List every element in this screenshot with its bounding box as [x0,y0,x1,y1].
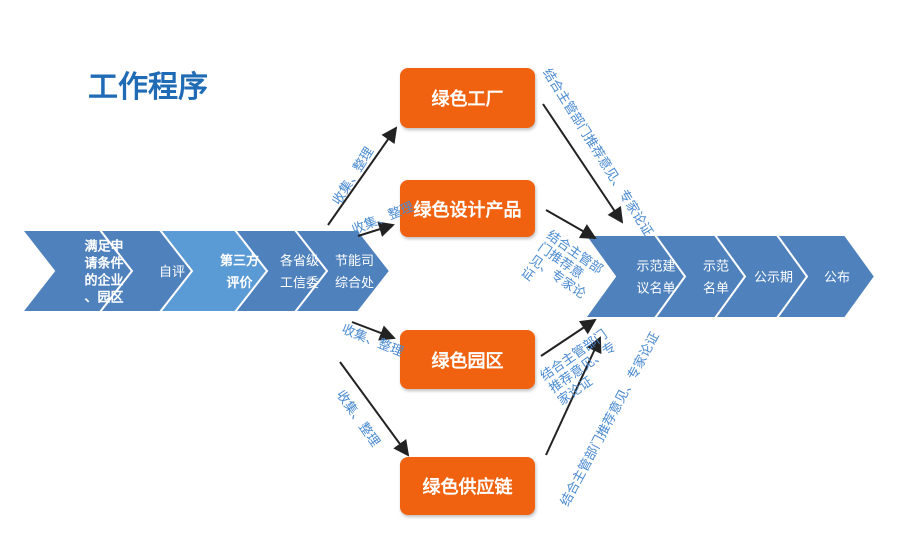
right-step-text: 名单 [703,281,729,297]
left-step-text: 评价 [226,276,253,291]
arrow [357,221,395,237]
arrow [351,321,396,341]
page-title: 工作程序 [88,70,208,105]
arrow [540,318,597,357]
left-step-text: 、园区 [84,291,123,306]
category-green-factory: 绿色工厂 [400,68,535,128]
category-green-park: 绿色园区 [400,330,535,389]
left-step-text: 节能司 [335,254,374,269]
left-step-text: 请条件 [84,256,123,272]
arrow [542,103,624,224]
right-step-text: 示范 [703,260,729,275]
arrows [327,103,624,457]
arrow [339,361,410,457]
category-green-design-product: 绿色设计产品 [400,180,535,237]
left-step-text: 满足申 [84,239,123,255]
left-step-text: 的企业 [84,273,123,289]
arrow [327,126,398,226]
left-step-text: 工信委 [280,276,319,291]
arrow [545,336,602,456]
right-step-text: 公示期 [754,271,793,286]
right-step-text: 议名单 [636,281,675,297]
arrow [545,209,597,239]
category-green-supply-chain: 绿色供应链 [400,457,535,515]
right-step-text: 示范建 [636,260,675,275]
right-step-chevron [775,234,877,319]
left-step-text: 综合处 [335,276,374,291]
left-step-text: 自评 [159,265,185,280]
left-step-chevron [292,229,392,313]
left-step-text: 各省级 [280,253,319,269]
right-step-text: 公布 [824,271,850,286]
left-step-text: 第三方 [220,253,259,269]
